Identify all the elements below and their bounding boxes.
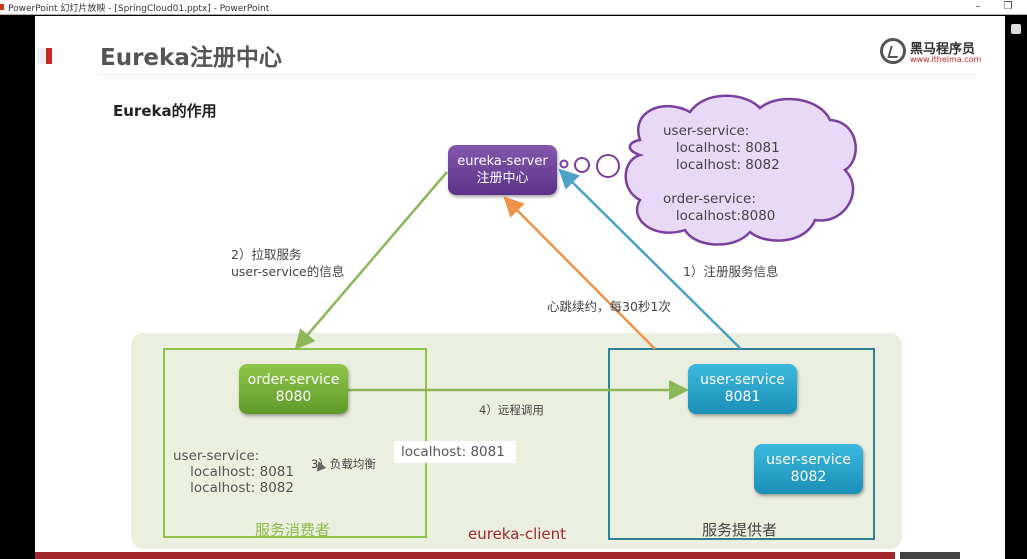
user-service-8082-node[interactable]: user-service 8082 <box>754 444 863 494</box>
user-service-1-name: user-service <box>700 372 785 388</box>
slideshow-toolbar[interactable] <box>900 552 960 559</box>
pull-arrow <box>294 171 448 350</box>
register-arrow <box>558 168 742 350</box>
thought-bubbles <box>559 154 620 178</box>
comment-icon[interactable] <box>1011 24 1021 34</box>
eureka-server-node[interactable]: eureka-server 注册中心 <box>448 145 557 195</box>
pull-label: 2）拉取服务 <box>231 247 302 262</box>
user-service-8081-node[interactable]: user-service 8081 <box>688 364 797 414</box>
provider-label: 服务提供者 <box>702 521 778 539</box>
provider-group <box>608 348 875 540</box>
title-accent-light <box>37 48 46 64</box>
user-service-2-name: user-service <box>766 452 851 468</box>
load-balance-label: 3）负载均衡 <box>311 457 376 471</box>
server-name: eureka-server <box>457 154 548 169</box>
pull-detail-label: user-service的信息 <box>231 264 345 279</box>
registry-cloud-text: user-service: localhost: 8081 localhost:… <box>663 123 780 224</box>
logo-url: www.itheima.com <box>910 55 982 64</box>
order-service-node[interactable]: order-service 8080 <box>239 364 348 414</box>
eureka-client-label: eureka-client <box>468 525 567 543</box>
side-panel <box>1005 16 1027 559</box>
order-service-port: 8080 <box>275 389 312 405</box>
consumer-cache-list: user-service: localhost: 8081 localhost:… <box>173 448 294 496</box>
slide-title: Eureka注册中心 <box>100 45 282 71</box>
slide-subtitle: Eureka的作用 <box>113 102 217 120</box>
user-service-2-port: 8082 <box>790 469 827 485</box>
title-divider <box>97 74 977 75</box>
registry-cloud <box>624 94 857 246</box>
title-accent-bar <box>46 48 52 64</box>
heartbeat-arrow <box>503 196 656 350</box>
slide-footer-bar <box>35 552 895 559</box>
consumer-label: 服务消费者 <box>255 521 331 539</box>
brand-logo: 黑马程序员 www.itheima.com <box>880 36 990 68</box>
heartbeat-label: 心跳续约，每30秒1次 <box>547 299 671 314</box>
restore-icon[interactable]: ❐ <box>1003 1 1013 12</box>
powerpoint-icon <box>0 4 4 10</box>
user-service-1-port: 8081 <box>724 389 761 405</box>
remote-call-label: 4）远程调用 <box>479 403 544 417</box>
logo-name: 黑马程序员 <box>910 42 976 57</box>
window-titlebar: PowerPoint 幻灯片放映 - [SpringCloud01.pptx] … <box>0 0 1027 15</box>
order-service-name: order-service <box>247 372 340 388</box>
horse-logo-icon <box>880 38 906 64</box>
minimize-icon[interactable]: – <box>975 1 981 12</box>
register-label: 1）注册服务信息 <box>683 264 779 279</box>
server-role: 注册中心 <box>476 171 529 186</box>
selected-host-label: localhost: 8081 <box>394 441 516 463</box>
window-title: PowerPoint 幻灯片放映 - [SpringCloud01.pptx] … <box>8 4 270 14</box>
